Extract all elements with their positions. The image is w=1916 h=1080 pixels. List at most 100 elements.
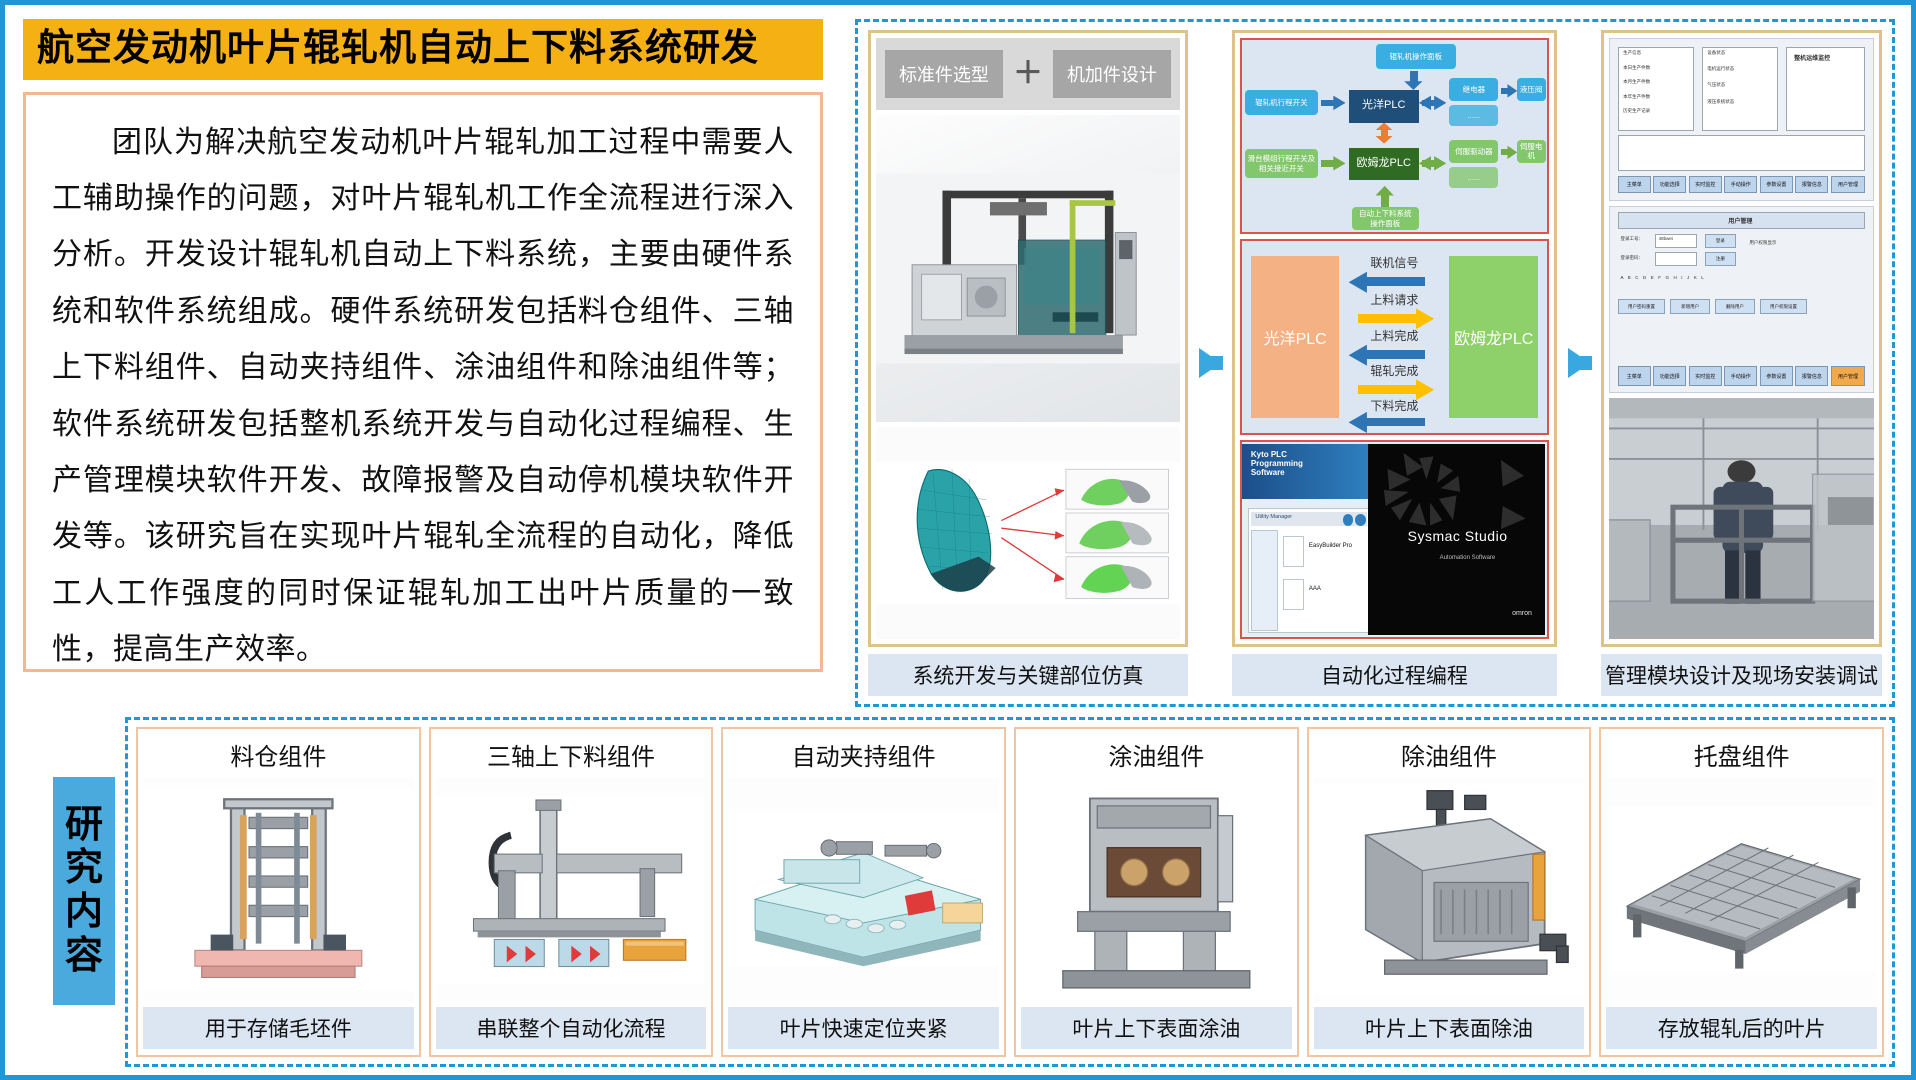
panel1-caption: 系统开发与关键部位仿真	[868, 654, 1188, 696]
hmi-bottom-tab-2[interactable]: 实时监控	[1688, 365, 1722, 387]
flow-arrow-2	[1563, 30, 1595, 696]
hmi-device-status-title: 设备状态	[1707, 50, 1726, 56]
hmi-row-c1-3: 历史生产记录	[1623, 108, 1651, 114]
hmi-delete-user-button[interactable]: 删除用户	[1715, 299, 1755, 315]
blade-fem-simulation	[876, 427, 1180, 639]
plc-communication-diagram: 光洋PLC 欧姆龙PLC 联机信号 上料请求 上料完成 辊轧完成	[1239, 239, 1550, 435]
hmi-user-value: 48bwei	[1658, 236, 1673, 242]
signal-arrow-3	[1363, 350, 1425, 360]
hmi-pass-input[interactable]	[1654, 252, 1697, 266]
card-auto-clamp: 自动夹持组件	[721, 727, 1007, 1057]
hmi-user-input[interactable]	[1654, 233, 1697, 248]
signal-arrowhead-4	[1415, 379, 1435, 401]
hmi-bottom-tab-4[interactable]: 参数设置	[1759, 365, 1793, 387]
arrow-down-1	[1409, 70, 1418, 85]
arrowhead-right-2	[1434, 95, 1447, 111]
software-item-2: AAA	[1308, 586, 1321, 593]
utility-sidebar	[1250, 529, 1279, 632]
signal-label-2: 上料请求	[1370, 292, 1419, 307]
kyto-banner-text: Kyto PLC Programming Software	[1250, 449, 1303, 478]
card-caption-0: 用于存储毛坯件	[143, 1007, 414, 1049]
card-caption-4: 叶片上下表面除油	[1313, 1007, 1585, 1049]
card-title-0: 料仓组件	[230, 744, 327, 771]
arrowhead-right-5	[1434, 156, 1447, 171]
software-item-1: EasyBuilder Pro	[1308, 543, 1352, 550]
panel2-caption: 自动化过程编程	[1231, 654, 1558, 696]
hmi-prod-info-box	[1617, 47, 1695, 131]
signal-label-3: 上料完成	[1370, 329, 1419, 344]
omron-brand: omron	[1512, 609, 1532, 617]
hmi-register-button[interactable]: 注册	[1704, 252, 1737, 266]
hmi-row-c1-0: 本日生产件数	[1623, 64, 1651, 70]
hmi-top-tab-0[interactable]: 主菜单	[1617, 175, 1651, 194]
comm-omron-plc: 欧姆龙PLC	[1449, 256, 1539, 418]
card-image-1	[435, 778, 707, 1001]
hmi-login-button[interactable]: 登录	[1704, 233, 1737, 248]
arrow-right-icon-2	[1568, 348, 1593, 378]
machine-cad-render	[876, 115, 1180, 423]
hmi-row-c2-2: 液压系统状态	[1707, 98, 1735, 104]
hmi-bottom-tab-6[interactable]: 用户管理	[1830, 365, 1866, 387]
node-hydraulic-valve: 液压阀	[1516, 78, 1546, 102]
hmi-row-c2-1: 气压状态	[1707, 82, 1726, 88]
workflow-section: 标准件选型 ＋ 机加件设计	[855, 19, 1895, 707]
hmi-bottom-tab-3[interactable]: 手动操作	[1724, 365, 1758, 387]
design-chips-row: 标准件选型 ＋ 机加件设计	[876, 38, 1180, 110]
research-content-label-2: 究	[64, 847, 103, 890]
arrowhead-right-4	[1333, 156, 1346, 171]
hmi-top-tab-3[interactable]: 手动操作	[1724, 175, 1758, 194]
onsite-installation-photo	[1608, 397, 1874, 639]
hmi-bottom-tab-5[interactable]: 报警信息	[1795, 365, 1829, 387]
card-caption-3: 叶片上下表面涂油	[1021, 1007, 1292, 1049]
hmi-pass-label: 登录密码：	[1620, 254, 1644, 260]
arrow-right-4	[1501, 149, 1511, 156]
research-content-section: 料仓组件	[125, 717, 1895, 1067]
signal-arrow-1	[1363, 277, 1425, 287]
hmi-top-tab-4[interactable]: 参数设置	[1759, 175, 1793, 194]
comm-koyo-plc: 光洋PLC	[1250, 256, 1340, 418]
panel-management-module: 生产信息 本日生产件数 本月生产件数 本年生产件数 历史生产记录 设备状态 电机…	[1600, 30, 1882, 696]
arrow-vert-koyo-omron	[1380, 126, 1389, 138]
page-title: 航空发动机叶片辊轧机自动上下料系统研发	[23, 19, 823, 80]
hmi-top-tab-1[interactable]: 功能选择	[1653, 175, 1687, 194]
hmi-row-c1-2: 本年生产件数	[1623, 93, 1651, 99]
research-content-label-4: 容	[64, 934, 103, 977]
panel3-frame: 生产信息 本日生产件数 本月生产件数 本年生产件数 历史生产记录 设备状态 电机…	[1600, 30, 1882, 647]
hmi-user-perm-button[interactable]: 用户权限设置	[1759, 299, 1808, 315]
card-title-3: 涂油组件	[1108, 744, 1205, 771]
hmi-top-tab-6[interactable]: 用户管理	[1830, 175, 1866, 194]
card-tray-unit: 托盘组件	[1599, 727, 1885, 1057]
card-deoiling-unit: 除油组件	[1306, 727, 1592, 1057]
panel3-caption: 管理模块设计及现场安装调试	[1600, 654, 1882, 696]
badge-1	[1342, 514, 1354, 526]
arrowhead-right-1	[1333, 95, 1346, 111]
hmi-bottom-tab-0[interactable]: 主菜单	[1617, 365, 1651, 387]
card-title-5: 托盘组件	[1693, 744, 1790, 771]
hmi-permission-note: 用户权限显示	[1749, 240, 1777, 246]
hmi-add-user-button[interactable]: 新增用户	[1670, 299, 1710, 315]
card-image-5	[1606, 778, 1878, 1001]
panel1-frame: 标准件选型 ＋ 机加件设计	[868, 30, 1188, 647]
panel-system-development: 标准件选型 ＋ 机加件设计	[868, 30, 1188, 696]
hmi-top-tab-5[interactable]: 报警信息	[1795, 175, 1829, 194]
plc-software-screenshot: Kyto PLC Programming Software Utility Ma…	[1239, 440, 1550, 639]
node-relay: 继电器	[1449, 78, 1499, 102]
arrowhead-left-1	[1418, 95, 1432, 111]
card-title-2: 自动夹持组件	[791, 744, 936, 771]
hmi-ops-monitor-box	[1786, 47, 1866, 131]
hmi-reset-pass-button[interactable]: 用户密码重置	[1617, 299, 1666, 315]
hmi-top-tab-2[interactable]: 实时监控	[1688, 175, 1722, 194]
chip-machined-parts: 机加件设计	[1052, 50, 1171, 98]
hmi-row-c1-1: 本月生产件数	[1623, 79, 1651, 85]
plus-icon: ＋	[1012, 57, 1043, 90]
signal-arrow-2	[1357, 313, 1419, 323]
hmi-monitoring-screen: 生产信息 本日生产件数 本月生产件数 本年生产件数 历史生产记录 设备状态 电机…	[1608, 38, 1874, 201]
hmi-prod-info-title: 生产信息	[1623, 50, 1642, 56]
card-image-2	[728, 778, 1000, 1001]
card-image-0	[143, 778, 414, 1001]
arrowhead-right-3	[1507, 84, 1518, 98]
panel-automation-programming: 辊轧机操作面板 辊轧机行程开关 光洋PLC 继电器 液压阀	[1231, 30, 1558, 696]
signal-label-4: 辊轧完成	[1370, 363, 1419, 378]
hmi-bottom-tab-1[interactable]: 功能选择	[1653, 365, 1687, 387]
card-caption-2: 叶片快速定位夹紧	[728, 1007, 1000, 1049]
